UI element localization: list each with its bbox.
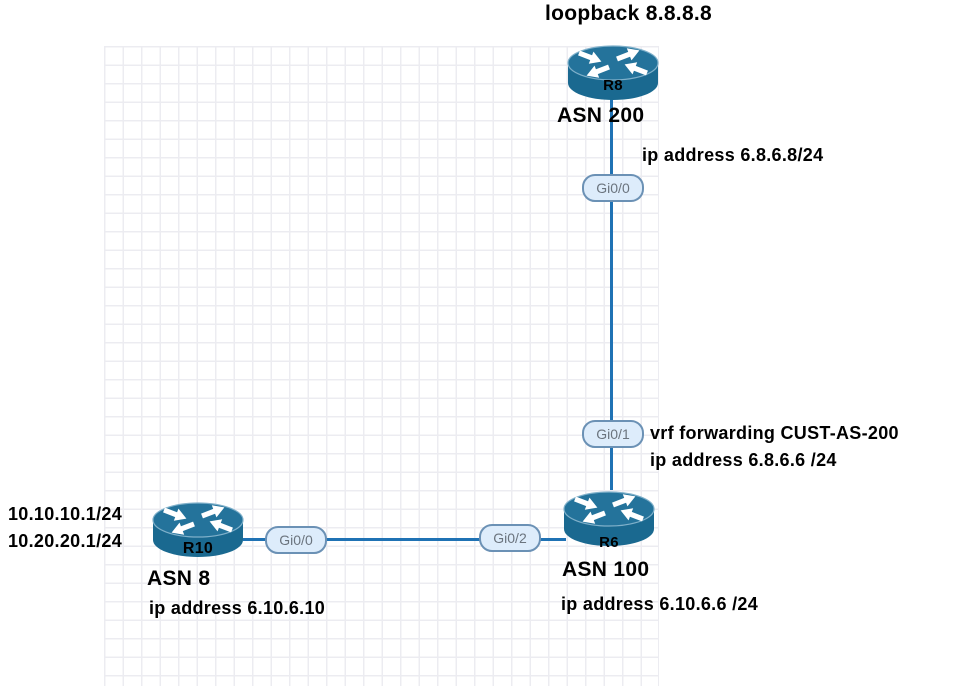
interface-pill-r6-gi0-1[interactable]: Gi0/1 (582, 420, 644, 448)
router-node-r10[interactable]: R10 (151, 501, 245, 559)
annotation-r6-asn: ASN 100 (562, 558, 650, 581)
link-r10-r6[interactable] (243, 538, 566, 541)
annotation-r10-asn: ASN 8 (147, 567, 211, 590)
annotation-r10-lan-ip-2: 10.20.20.1/24 (8, 531, 123, 551)
router-node-r6[interactable]: R6 (562, 490, 656, 551)
annotation-r10-ip: ip address 6.10.6.10 (149, 598, 326, 618)
annotation-gi0-1-ip: ip address 6.8.6.6 /24 (650, 450, 837, 470)
router-name-label: R6 (599, 534, 619, 551)
interface-pill-r10-gi0-0[interactable]: Gi0/0 (265, 526, 327, 554)
annotation-r10-lan-ip-1: 10.10.10.1/24 (8, 504, 123, 524)
annotation-r8-loopback: loopback 8.8.8.8 (545, 2, 713, 25)
interface-pill-r6-gi0-2[interactable]: Gi0/2 (479, 524, 541, 552)
router-node-r8[interactable]: R8 (566, 44, 660, 102)
link-r8-r6[interactable] (610, 98, 613, 490)
router-name-label: R10 (182, 540, 214, 557)
annotation-r6-ip: ip address 6.10.6.6 /24 (561, 594, 759, 614)
annotation-gi0-1-vrf: vrf forwarding CUST-AS-200 (650, 423, 899, 443)
annotation-gi0-0-ip: ip address 6.8.6.8/24 (642, 145, 824, 165)
grid-background (104, 46, 659, 686)
annotation-r8-asn: ASN 200 (557, 104, 645, 127)
interface-pill-r8-gi0-0[interactable]: Gi0/0 (582, 174, 644, 202)
router-name-label: R8 (603, 77, 623, 94)
